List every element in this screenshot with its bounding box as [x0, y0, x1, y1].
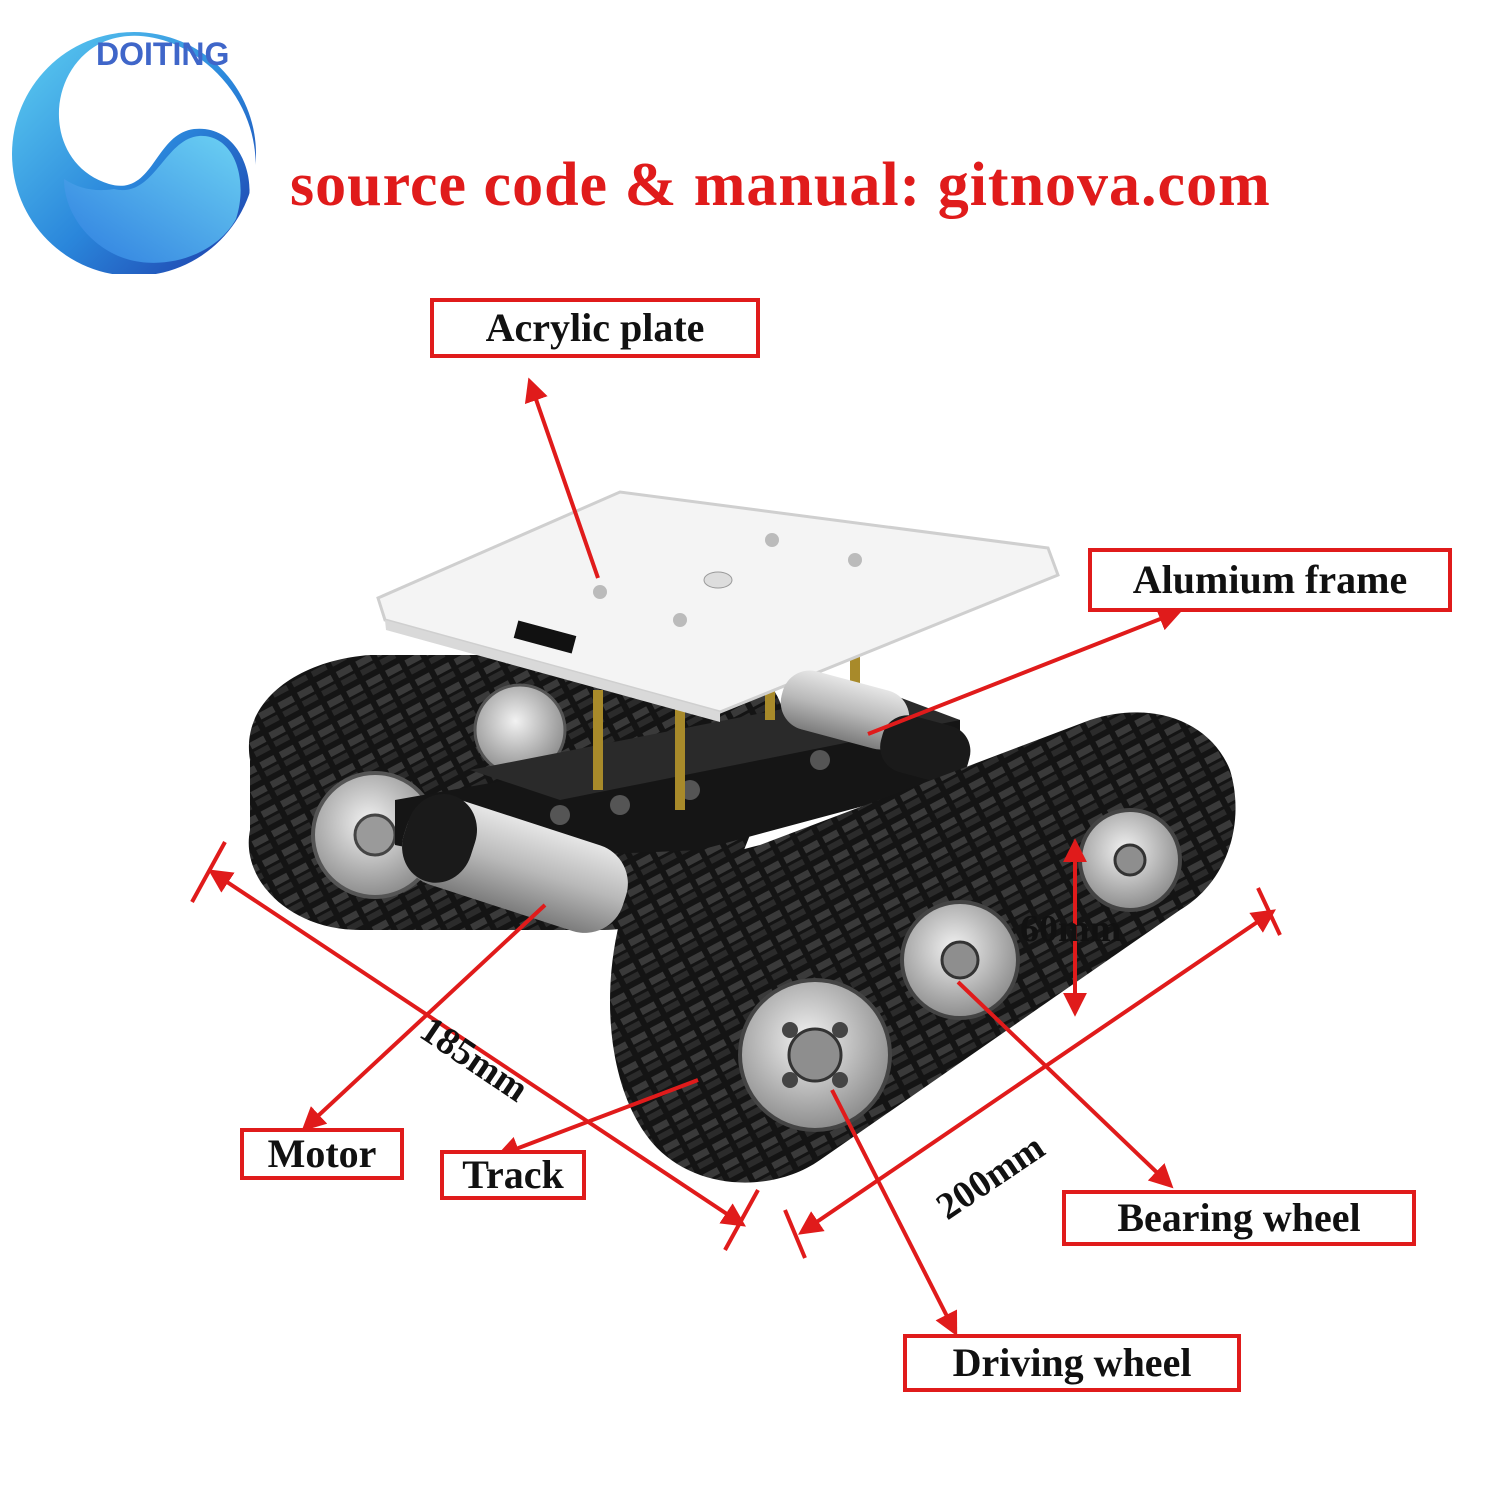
headline-text: source code & manual: gitnova.com — [290, 151, 1271, 219]
dimension-200mm-line — [783, 887, 1282, 1259]
arrow-alumium-frame — [867, 607, 1183, 736]
label-motor: Motor — [240, 1128, 404, 1180]
label-acrylic-plate: Acrylic plate — [430, 298, 760, 358]
dimension-185mm-line — [190, 841, 760, 1251]
callout-arrows — [190, 377, 1282, 1337]
arrow-driving-wheel — [830, 1089, 958, 1337]
label-bearing-wheel: Bearing wheel — [1062, 1190, 1416, 1246]
arrow-acrylic-plate — [524, 377, 600, 579]
acrylic-plate — [376, 490, 1060, 722]
brand-name: DOITING — [96, 36, 230, 72]
dimension-height-text: 60mm — [1020, 908, 1122, 950]
doiting-logo-icon — [12, 32, 256, 274]
bearing-wheel — [900, 900, 1020, 1020]
label-driving-wheel: Driving wheel — [903, 1334, 1241, 1392]
label-track: Track — [440, 1150, 586, 1200]
driving-wheel — [738, 978, 892, 1132]
label-alumium-frame: Alumium frame — [1088, 548, 1452, 612]
